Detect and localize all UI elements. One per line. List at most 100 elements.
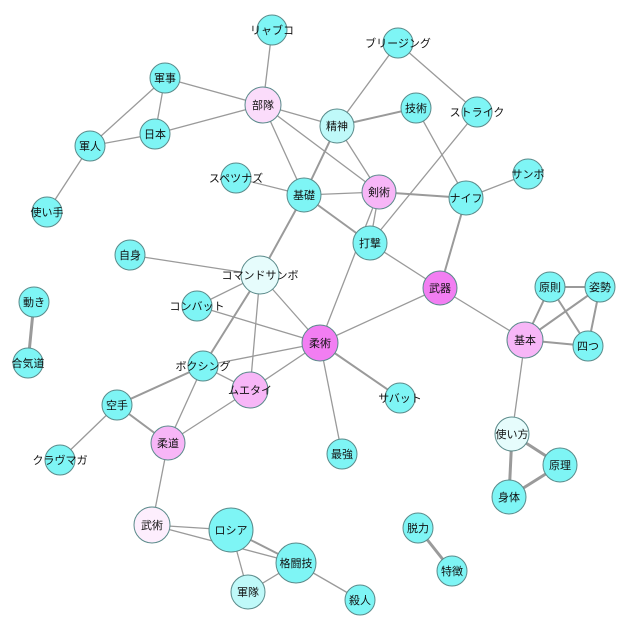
node-label: スペツナズ xyxy=(209,171,263,185)
node-gensoku[interactable]: 原則 xyxy=(534,271,566,303)
node-label: 空手 xyxy=(106,398,128,412)
node-shape xyxy=(231,371,269,409)
node-label: 使い手 xyxy=(31,205,64,219)
node-label: ボクシング xyxy=(176,359,231,373)
node-kenjutsu[interactable]: 剣術 xyxy=(361,174,397,210)
node-tsukaikata[interactable]: 使い方 xyxy=(494,416,530,452)
node-shape xyxy=(352,225,388,261)
node-label: 打撃 xyxy=(359,236,381,250)
node-bujutsu[interactable]: 武術 xyxy=(133,506,171,544)
node-ugoki[interactable]: 動き xyxy=(18,286,50,318)
node-shape xyxy=(584,271,616,303)
node-aikido[interactable]: 合気道 xyxy=(12,347,45,379)
node-freezing[interactable]: ブリージング xyxy=(365,27,431,59)
node-label: 使い方 xyxy=(496,427,529,441)
node-label: 原理 xyxy=(549,459,571,472)
node-label: コマンドサンボ xyxy=(222,269,299,282)
node-shape xyxy=(382,27,414,59)
node-kiso[interactable]: 基礎 xyxy=(286,177,322,213)
edges-layer xyxy=(26,29,601,601)
node-sambo[interactable]: サンボ xyxy=(512,158,545,190)
node-savate[interactable]: サバット xyxy=(378,382,422,414)
node-ryabuko[interactable]: リャブコ xyxy=(250,14,294,46)
node-dageki[interactable]: 打撃 xyxy=(352,225,388,261)
node-muaythai[interactable]: ムエタイ xyxy=(228,371,272,409)
node-strike[interactable]: ストライク xyxy=(450,96,505,128)
node-nihon[interactable]: 日本 xyxy=(139,118,171,150)
node-shape xyxy=(44,444,76,476)
nodes-layer: リャブコブリージング軍事部隊 技術ストライク 精神日本軍人サンボ スペツナズ 剣術 基礎 ナ… xyxy=(12,14,616,616)
edge-jujutsu-saikyo xyxy=(319,342,343,455)
node-commando[interactable]: コマンドサンボ xyxy=(222,255,299,295)
node-shape xyxy=(187,350,219,382)
edge-strike-dageki xyxy=(369,111,478,244)
edge-gunji-gunjin xyxy=(89,77,166,147)
node-seishin[interactable]: 精神 xyxy=(319,108,355,144)
node-shape xyxy=(402,512,434,544)
node-label: コンバット xyxy=(170,300,225,313)
node-judo[interactable]: 柔道 xyxy=(150,425,186,461)
node-tokucho[interactable]: 特徴 xyxy=(436,555,468,587)
node-shintai[interactable]: 身体 xyxy=(491,479,527,515)
node-kakutogi[interactable]: 格闘技 xyxy=(275,542,317,584)
node-shape xyxy=(542,447,578,483)
node-shape xyxy=(150,425,186,461)
node-boxing[interactable]: ボクシング xyxy=(176,350,231,382)
node-gijutsu[interactable]: 技術 xyxy=(400,92,432,124)
node-shisei[interactable]: 姿勢 xyxy=(584,271,616,303)
edge-freezing-strike xyxy=(397,42,478,113)
node-shape xyxy=(494,416,530,452)
node-gunjin[interactable]: 軍人 xyxy=(74,130,106,162)
node-label: 基礎 xyxy=(293,189,315,202)
node-label: 軍人 xyxy=(79,140,101,153)
node-label: 柔術 xyxy=(309,337,331,350)
node-russia[interactable]: ロシア xyxy=(208,507,254,553)
node-buki[interactable]: 武器 xyxy=(422,270,458,306)
node-shape xyxy=(422,270,458,306)
node-knife[interactable]: ナイフ xyxy=(448,180,484,216)
node-shape xyxy=(133,506,171,544)
node-tsukaite[interactable]: 使い手 xyxy=(31,196,64,228)
node-shape xyxy=(448,180,484,216)
node-shape xyxy=(114,239,146,271)
node-shape xyxy=(12,347,44,379)
node-shape xyxy=(436,555,468,587)
node-jujutsu[interactable]: 柔術 xyxy=(301,324,339,362)
node-satsujin[interactable]: 殺人 xyxy=(344,584,376,616)
node-label: ブリージング xyxy=(365,36,431,50)
node-spetsnaz[interactable]: スペツナズ xyxy=(209,162,263,194)
node-karate[interactable]: 空手 xyxy=(101,389,133,421)
node-shape xyxy=(572,330,604,362)
node-label: 原則 xyxy=(539,281,561,294)
node-shape xyxy=(18,286,50,318)
node-shape xyxy=(149,62,181,94)
node-kihon[interactable]: 基本 xyxy=(506,321,544,359)
node-label: 合気道 xyxy=(12,356,45,370)
node-krav[interactable]: クラヴマガ xyxy=(33,444,88,476)
edge-combat-jujutsu xyxy=(196,305,321,344)
node-label: 四つ xyxy=(577,340,599,353)
node-shape xyxy=(326,438,358,470)
node-guntai[interactable]: 軍隊 xyxy=(230,574,266,610)
node-yottsu[interactable]: 四つ xyxy=(572,330,604,362)
node-label: 日本 xyxy=(144,127,166,141)
node-label: 姿勢 xyxy=(589,280,611,294)
node-shape xyxy=(31,196,63,228)
node-genri[interactable]: 原理 xyxy=(542,447,578,483)
node-shape xyxy=(319,108,355,144)
node-butai[interactable]: 部隊 xyxy=(244,86,282,124)
node-label: ナイフ xyxy=(450,192,483,205)
node-shape xyxy=(220,162,252,194)
node-saikyo[interactable]: 最強 xyxy=(326,438,358,470)
node-gunji[interactable]: 軍事 xyxy=(149,62,181,94)
node-label: 軍事 xyxy=(154,72,176,85)
node-shape xyxy=(139,118,171,150)
node-shape xyxy=(244,86,282,124)
node-jishin[interactable]: 自身 xyxy=(114,239,146,271)
node-label: 武器 xyxy=(429,282,451,295)
node-shape xyxy=(208,507,254,553)
node-combat[interactable]: コンバット xyxy=(170,290,225,322)
edge-boxing-karate xyxy=(116,365,204,406)
node-label: クラヴマガ xyxy=(33,453,88,467)
node-datsuryoku[interactable]: 脱力 xyxy=(402,512,434,544)
